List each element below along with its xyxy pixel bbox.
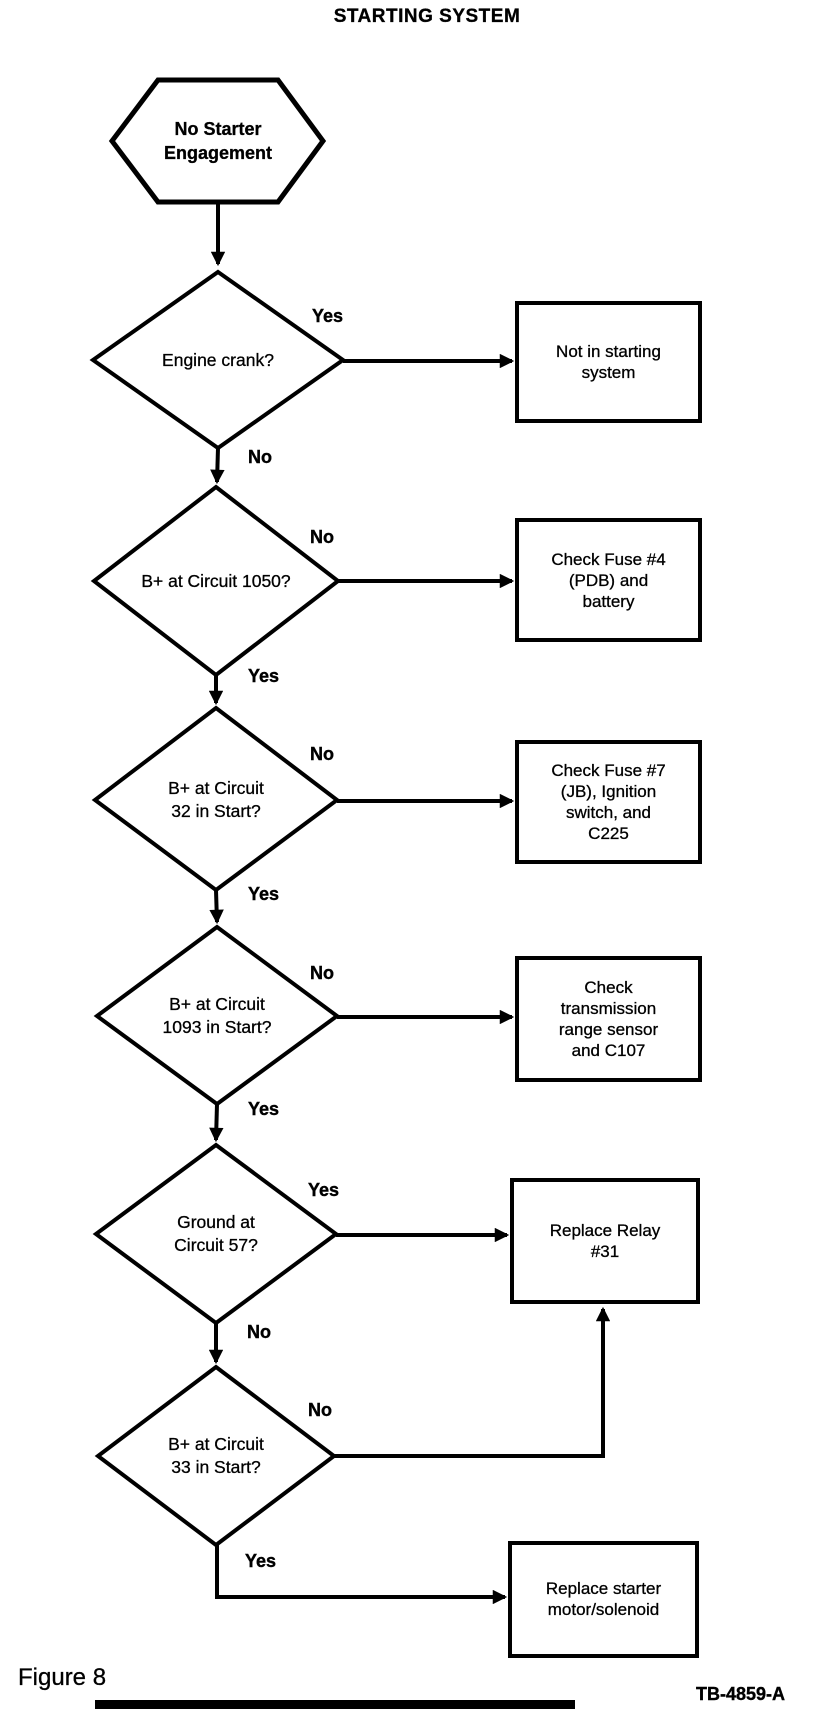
decision-circuit-32-label: B+ at Circuit 32 in Start?	[116, 777, 316, 823]
text-line: Not in starting	[556, 342, 661, 361]
connector-d6-yes-to-a6	[215, 1545, 508, 1605]
text-line: Ground at	[177, 1212, 255, 1232]
decision-circuit-1093-label: B+ at Circuit 1093 in Start?	[117, 993, 317, 1039]
edge-label-d5-no: No	[247, 1322, 271, 1342]
text-line: 1093 in Start?	[162, 1017, 272, 1037]
action-replace-starter-shape	[508, 1541, 699, 1658]
text-line: battery	[582, 592, 635, 611]
text-line: 33 in Start?	[171, 1457, 261, 1477]
text-line: B+ at Circuit	[169, 994, 265, 1014]
text-line: Replace starter	[545, 1579, 662, 1598]
text-line: Check Fuse #7	[551, 761, 666, 780]
start-hexagon-label: No Starter Engagement	[118, 117, 318, 165]
scan-artifact-bar	[95, 1700, 575, 1709]
action-check-trans-sensor-label: Check transmission range sensor and C107	[517, 977, 700, 1061]
text-line: transmission	[560, 999, 657, 1018]
edge-label-d4-no: No	[310, 963, 334, 983]
connector-d6-no-to-a5	[334, 1306, 611, 1458]
edge-label-d3-no: No	[310, 744, 334, 764]
edge-label-d5-yes: Yes	[308, 1180, 340, 1200]
doc-number: TB-4859-A	[695, 1684, 785, 1704]
text-line: system	[581, 363, 636, 382]
text-line: Engine crank?	[162, 350, 274, 370]
text-line: Circuit 57?	[174, 1235, 258, 1255]
text-line: B+ at Circuit	[168, 1434, 264, 1454]
edge-label-d6-yes: Yes	[245, 1551, 277, 1571]
text-line: (JB), Ignition	[560, 782, 657, 801]
text-line: 32 in Start?	[171, 801, 261, 821]
connector-d1-no-to-d2	[210, 447, 225, 485]
text-line: switch, and	[565, 803, 652, 822]
edge-label-d2-no: No	[310, 527, 334, 547]
text-line: No Starter	[174, 119, 262, 139]
action-check-fuse7-shape	[515, 740, 702, 864]
text-line: B+ at Circuit	[168, 778, 264, 798]
action-check-fuse4-shape	[515, 518, 702, 642]
edge-label-d2-yes: Yes	[248, 666, 280, 686]
text-line: Check Fuse #4	[551, 550, 666, 569]
edge-label-d1-yes: Yes	[312, 306, 344, 326]
text-line: #31	[590, 1242, 620, 1261]
start-hexagon-shape	[108, 77, 327, 205]
text-line: Check	[584, 978, 633, 997]
action-check-fuse7-label: Check Fuse #7 (JB), Ignition switch, and…	[517, 760, 700, 844]
action-not-starting-system-shape	[515, 301, 702, 423]
figure-caption: Figure 8	[18, 1664, 107, 1691]
text-line: C225	[588, 824, 629, 843]
edge-label-d3-yes: Yes	[248, 884, 280, 904]
text-line: Engagement	[163, 143, 273, 163]
text-line: Replace Relay	[549, 1221, 661, 1240]
text-line: motor/solenoid	[547, 1600, 660, 1619]
text-line: (PDB) and	[568, 571, 649, 590]
action-check-trans-sensor-shape	[515, 956, 702, 1082]
decision-ground-57-label: Ground at Circuit 57?	[116, 1211, 316, 1257]
text-line: range sensor	[558, 1020, 659, 1039]
edge-label-d6-no: No	[308, 1400, 332, 1420]
decision-engine-crank-label: Engine crank?	[118, 349, 318, 372]
action-not-starting-system-label: Not in starting system	[517, 341, 700, 383]
text-line: and C107	[571, 1041, 646, 1060]
decision-circuit-33-label: B+ at Circuit 33 in Start?	[116, 1433, 316, 1479]
edge-label-d1-no: No	[248, 447, 272, 467]
connector-d4-yes-to-d5	[209, 1103, 224, 1143]
connector-d3-yes-to-d4	[209, 889, 224, 925]
text-line: B+ at Circuit 1050?	[141, 571, 291, 591]
action-replace-relay-shape	[510, 1178, 700, 1304]
action-replace-relay-label: Replace Relay #31	[512, 1220, 698, 1262]
edge-label-d4-yes: Yes	[248, 1099, 280, 1119]
action-replace-starter-label: Replace starter motor/solenoid	[510, 1578, 697, 1620]
decision-circuit-1050-label: B+ at Circuit 1050?	[96, 570, 336, 593]
action-check-fuse4-label: Check Fuse #4 (PDB) and battery	[517, 549, 700, 612]
page-title: STARTING SYSTEM	[333, 6, 521, 27]
